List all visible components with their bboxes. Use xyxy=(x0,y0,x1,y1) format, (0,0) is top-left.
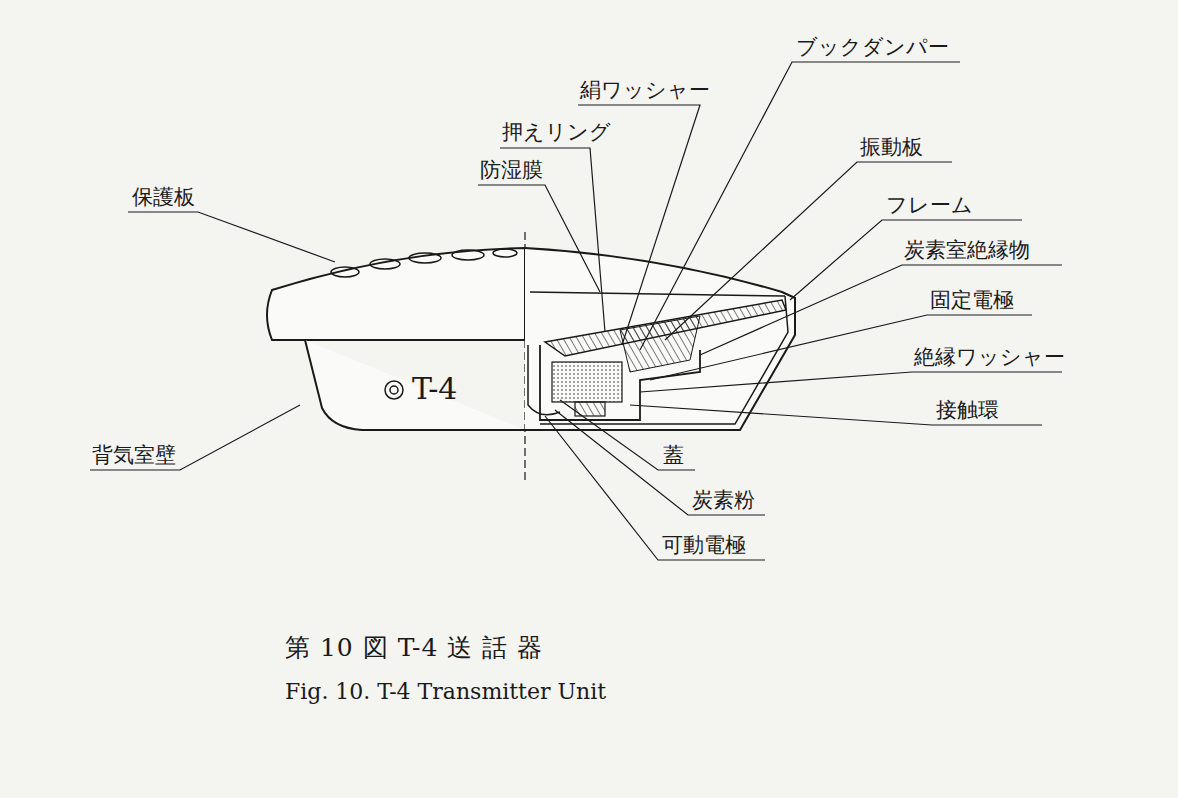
part-label: 絶縁ワッシャー xyxy=(914,346,1065,369)
part-label: 絹ワッシャー xyxy=(580,79,710,102)
part-label: 蓋 xyxy=(663,444,684,467)
part-label: 押えリング xyxy=(502,121,611,144)
part-label: 背気室壁 xyxy=(92,444,176,467)
part-label: フレーム xyxy=(886,194,973,217)
english-caption: Fig. 10. T-4 Transmitter Unit xyxy=(285,680,606,704)
part-label: 防湿膜 xyxy=(480,159,543,182)
part-label: ブックダンパー xyxy=(796,36,949,59)
part-label: 保護板 xyxy=(132,186,195,209)
part-label: 可動電極 xyxy=(662,534,746,557)
part-label: 固定電極 xyxy=(930,289,1014,312)
part-label: 接触環 xyxy=(936,399,999,422)
part-label: 炭素粉 xyxy=(692,489,755,512)
part-label: 振動板 xyxy=(860,136,923,159)
part-label: 炭素室絶縁物 xyxy=(904,239,1030,262)
figure-caption: 第 10 図 T-4 送 話 器 xyxy=(285,634,543,662)
model-mark: T-4 xyxy=(412,372,457,405)
